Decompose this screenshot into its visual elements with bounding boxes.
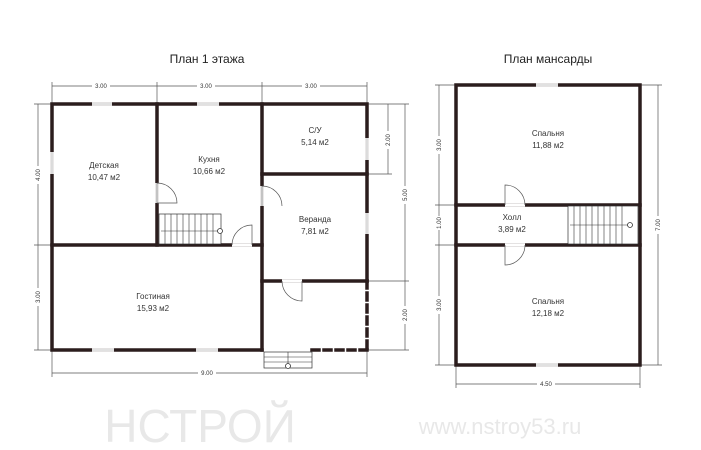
dim-right-1: 5.00 [403,189,409,201]
attic-title: План мансарды [504,52,593,66]
door-icon [281,280,303,302]
room-name: С/У [308,126,322,135]
door-icon [231,224,253,246]
dim-right: 7.00 [656,219,662,231]
room-name: Спальня [532,297,564,306]
room-name: Веранда [299,215,332,224]
floor1-stairs [158,213,223,245]
dim-left-1: 3.00 [437,139,443,151]
dim-left-1: 4.00 [36,169,42,181]
attic-plan: План мансарды 3.00 1.00 3.00 7.00 4.50 [435,52,662,388]
room-area: 5,14 м2 [301,138,329,147]
door-icon [504,244,526,266]
dim-top-3: 3.00 [305,84,317,90]
attic-doors [504,184,526,266]
room-area: 11,88 м2 [532,141,564,150]
floor1-walls [50,102,369,352]
floor1-plan: План 1 этажа 3.00 3.00 3.00 4.00 3.00 2.… [34,52,409,377]
door-icon [261,185,283,207]
dim-left-3: 3.00 [437,299,443,311]
dim-bottom: 9.00 [201,371,213,377]
floor1-windows [50,102,369,352]
watermark-url: www.nstroy53.ru [418,414,582,439]
dim-top-1: 3.00 [95,84,107,90]
room-name: Спальня [532,129,564,138]
dim-left-2: 1.00 [437,217,443,229]
dim-left-2: 3.00 [36,291,42,303]
attic-stairs [567,205,639,245]
attic-windows [536,83,558,367]
room-area: 7,81 м2 [301,227,329,236]
door-icon [156,182,178,204]
room-area: 10,66 м2 [193,167,226,176]
watermark-logo: НСТРОЙ [104,400,296,450]
room-area: 10,47 м2 [88,173,121,182]
dim-right-2: 2.00 [403,309,409,321]
room-name: Холл [503,213,522,222]
porch-steps [263,351,313,369]
room-area: 12,18 м2 [532,309,565,318]
room-area: 15,93 м2 [137,304,170,313]
dim-right-inner: 2.00 [386,134,392,146]
room-name: Кухня [198,155,219,164]
door-icon [504,184,526,206]
floor1-title: План 1 этажа [170,52,245,66]
room-name: Детская [89,161,119,170]
room-name: Гостиная [136,292,170,301]
floor1-doors [155,182,303,302]
dim-bottom: 4.50 [540,382,552,388]
dim-top-2: 3.00 [200,84,212,90]
room-area: 3,89 м2 [498,225,526,234]
